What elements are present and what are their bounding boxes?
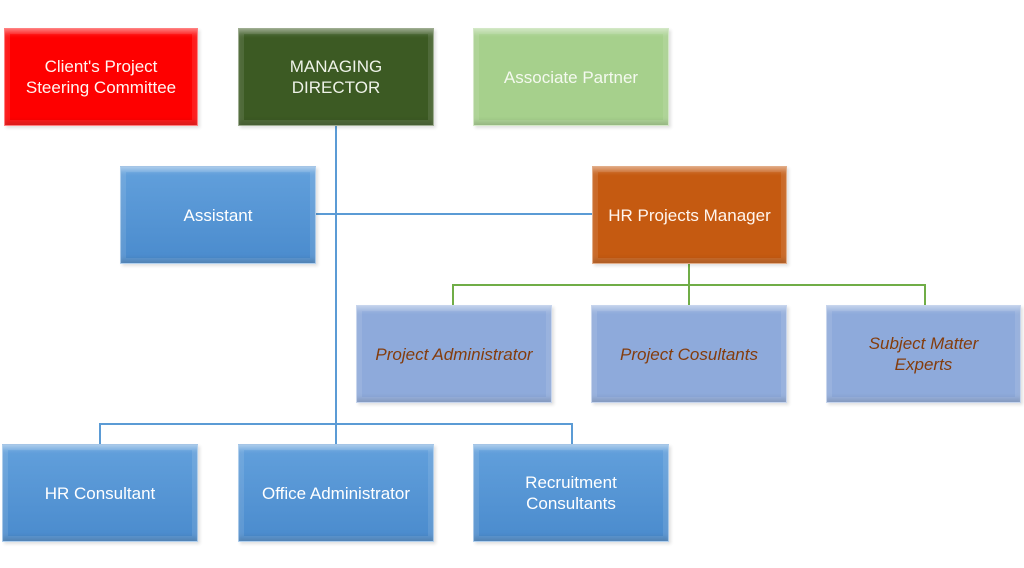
node-label: HR Projects Manager bbox=[608, 205, 771, 225]
node-label: Project Cosultants bbox=[620, 344, 758, 364]
connector-hrpm-bus bbox=[452, 284, 926, 286]
node-label: Assistant bbox=[183, 205, 253, 225]
node-label: HR Consultant bbox=[44, 483, 156, 503]
connector-recruitment-drop bbox=[571, 423, 573, 444]
connector-sme-drop bbox=[924, 284, 926, 305]
node-subject-matter-experts: Subject Matter Experts bbox=[826, 305, 1021, 403]
node-hr-consultant: HR Consultant bbox=[2, 444, 198, 542]
connector-office-admin-drop bbox=[335, 423, 337, 444]
connector-assistant-hrpm bbox=[316, 213, 592, 215]
node-associate-partner: Associate Partner bbox=[473, 28, 669, 126]
connector-hr-consultant-drop bbox=[99, 423, 101, 444]
node-hr-projects-manager: HR Projects Manager bbox=[592, 166, 787, 264]
node-client-steering-committee: Client's Project Steering Committee bbox=[4, 28, 198, 126]
node-recruitment-consultants: Recruitment Consultants bbox=[473, 444, 669, 542]
node-project-consultants: Project Cosultants bbox=[591, 305, 787, 403]
connector-director-trunk bbox=[335, 126, 337, 425]
node-label: Associate Partner bbox=[503, 67, 639, 87]
node-project-administrator: Project Administrator bbox=[356, 305, 552, 403]
node-managing-director: MANAGING DIRECTOR bbox=[238, 28, 434, 126]
node-assistant: Assistant bbox=[120, 166, 316, 264]
node-label: Subject Matter Experts bbox=[868, 334, 979, 374]
node-label: Recruitment Consultants bbox=[525, 473, 617, 513]
node-label: Project Administrator bbox=[375, 344, 533, 364]
node-office-administrator: Office Administrator bbox=[238, 444, 434, 542]
node-label: Office Administrator bbox=[261, 483, 411, 503]
node-label: Client's Project Steering Committee bbox=[25, 57, 177, 97]
node-label: MANAGING DIRECTOR bbox=[289, 57, 383, 97]
connector-project-admin-drop bbox=[452, 284, 454, 305]
